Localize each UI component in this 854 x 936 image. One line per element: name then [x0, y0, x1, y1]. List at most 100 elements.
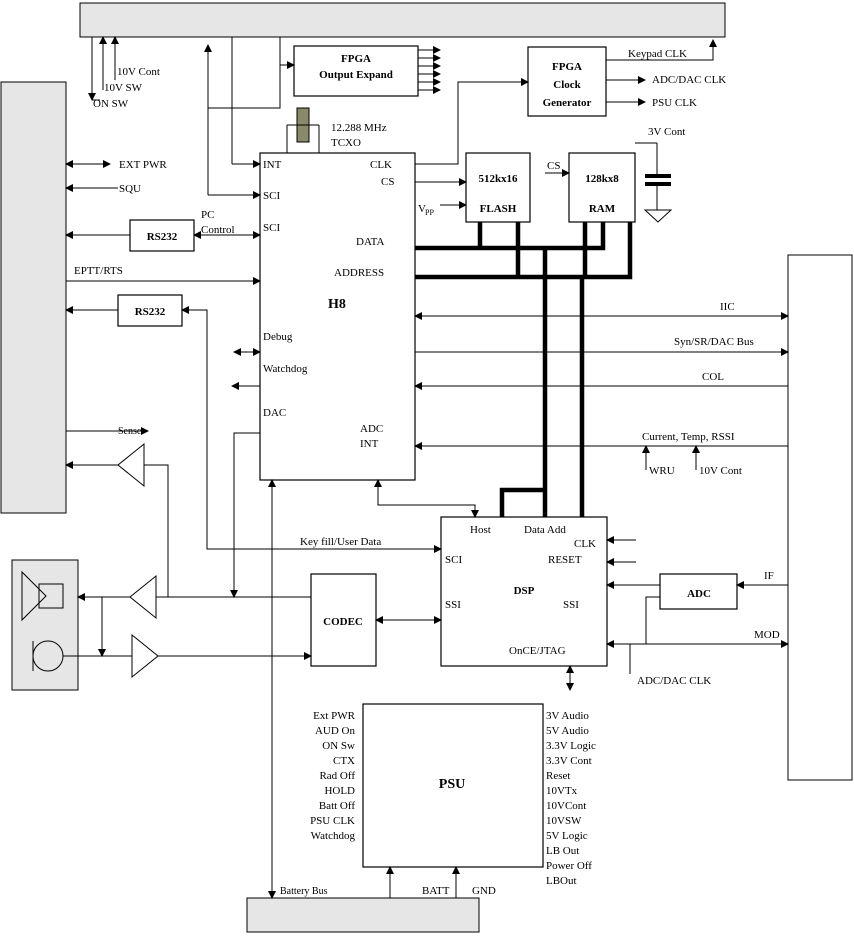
adc-dac-clk-bottom-label: ADC/DAC CLK [637, 675, 711, 687]
dsp-sci-pin: SCI [445, 554, 462, 566]
h8-int2-pin: INT [360, 438, 379, 450]
amp-sense-icon [117, 442, 145, 488]
dsp-ssi-right-pin: SSI [563, 599, 579, 611]
keyfill-label: Key fill/User Data [300, 536, 381, 548]
amp-speaker-icon [129, 574, 157, 620]
rf-module-bar [787, 254, 853, 781]
fpga-expand-block [293, 45, 419, 97]
adc-dac-clk-top-label: ADC/DAC CLK [652, 74, 726, 86]
dsp-once-pin: OnCE/JTAG [509, 645, 566, 657]
dsp-ssi-left-pin: SSI [445, 599, 461, 611]
tcxo-freq-label: 12.288 MHz [331, 122, 387, 134]
h8-data-pin: DATA [356, 236, 385, 248]
battery-bar [246, 897, 480, 933]
dsp-label: DSP [514, 585, 535, 597]
v10-cont-label: 10V Cont [117, 66, 160, 78]
on-sw-label: ON SW [93, 98, 129, 110]
dsp-clk-pin: CLK [574, 538, 596, 550]
psu-out-reset: Reset [546, 770, 570, 782]
h8-debug-pin: Debug [263, 331, 293, 343]
fpga-expand-label-1: FPGA [341, 53, 371, 65]
psu-block [362, 703, 544, 868]
control-label: Control [201, 224, 235, 236]
top-connector-bar [79, 2, 726, 38]
psu-out-10vcont: 10VCont [546, 800, 586, 812]
fpga-clock-label-1: FPGA [552, 61, 582, 73]
left-connector-bar [0, 81, 67, 514]
iic-label: IIC [720, 301, 735, 313]
ram-label: RAM [589, 203, 616, 215]
battery-bus-label: Battery Bus [280, 886, 328, 897]
rs232-b-label: RS232 [135, 306, 166, 318]
codec-block [310, 573, 377, 667]
psu-in-rad-off: Rad Off [319, 770, 355, 782]
speaker-icon [21, 570, 64, 622]
psu-out-lb-out: LB Out [546, 845, 579, 857]
current-temp-rssi-label: Current, Temp, RSSI [642, 431, 735, 443]
ground-icon [643, 209, 673, 223]
h8-block [259, 152, 416, 481]
fpga-clock-block [527, 46, 607, 117]
gnd-label: GND [472, 885, 496, 897]
capacitor-icon [635, 142, 671, 210]
ram-size-label: 128kx8 [585, 173, 619, 185]
data-address-bus [415, 222, 633, 517]
psu-in-aud-on: AUD On [315, 725, 356, 737]
h8-adc-pin: ADC [360, 423, 383, 435]
h8-watchdog-pin: Watchdog [263, 363, 308, 375]
psu-in-on-sw: ON Sw [322, 740, 355, 752]
h8-cs-pin: CS [381, 176, 394, 188]
amp-mic-icon [131, 633, 159, 679]
psu-in-hold: HOLD [324, 785, 355, 797]
psu-out-10vsw: 10VSW [546, 815, 582, 827]
vpp-label: V [418, 203, 426, 215]
psu-out-3v3-cont: 3.3V Cont [546, 755, 592, 767]
dsp-host-pin: Host [470, 524, 491, 536]
fpga-clock-label-3: Generator [543, 97, 592, 109]
if-label: IF [764, 570, 774, 582]
mod-label: MOD [754, 629, 780, 641]
v10-sw-label: 10V SW [104, 82, 143, 94]
fpga-clock-label-2: Clock [553, 79, 581, 91]
h8-dac-pin: DAC [263, 407, 286, 419]
psu-in-ctx: CTX [333, 755, 355, 767]
tcxo-label: TCXO [331, 137, 361, 149]
fpga-expand-label-2: Output Expand [319, 69, 393, 81]
codec-label: CODEC [323, 616, 363, 628]
psu-out-3v3-logic: 3.3V Logic [546, 740, 596, 752]
vpp-sub-label: PP [425, 208, 434, 217]
h8-int-pin: INT [263, 159, 282, 171]
v3-cont-label: 3V Cont [648, 126, 685, 138]
eptt-label: EPTT/RTS [74, 265, 123, 277]
col-label: COL [702, 371, 724, 383]
psu-clk-label: PSU CLK [652, 97, 697, 109]
h8-sci1-pin: SCI [263, 190, 280, 202]
squ-label: SQU [119, 183, 141, 195]
rs232-a-label: RS232 [147, 231, 178, 243]
wru-label: WRU [649, 465, 675, 477]
sense-label: Sense [118, 426, 142, 437]
flash-label: FLASH [480, 203, 517, 215]
psu-in-watchdog: Watchdog [311, 830, 356, 842]
psu-in-psu-clk: PSU CLK [310, 815, 355, 827]
flash-block [465, 152, 531, 223]
keypad-clk-label: Keypad CLK [628, 48, 687, 60]
audio-transducer-panel [11, 559, 79, 691]
flash-size-label: 512kx16 [478, 173, 518, 185]
dsp-reset-pin: RESET [548, 554, 582, 566]
batt-label: BATT [422, 885, 450, 897]
dsp-block [440, 516, 608, 667]
adc-label: ADC [687, 588, 711, 600]
psu-in-ext-pwr: Ext PWR [313, 710, 356, 722]
psu-out-lbout: LBOut [546, 875, 577, 887]
psu-label: PSU [439, 777, 465, 792]
h8-clk-pin: CLK [370, 159, 392, 171]
h8-sci2-pin: SCI [263, 222, 280, 234]
adc-block [659, 573, 738, 610]
psu-out-5v-audio: 5V Audio [546, 725, 589, 737]
h8-address-pin: ADDRESS [334, 267, 384, 279]
dsp-data-add-pin: Data Add [524, 524, 566, 536]
ext-pwr-label: EXT PWR [119, 159, 167, 171]
psu-in-batt-off: Batt Off [319, 800, 355, 812]
